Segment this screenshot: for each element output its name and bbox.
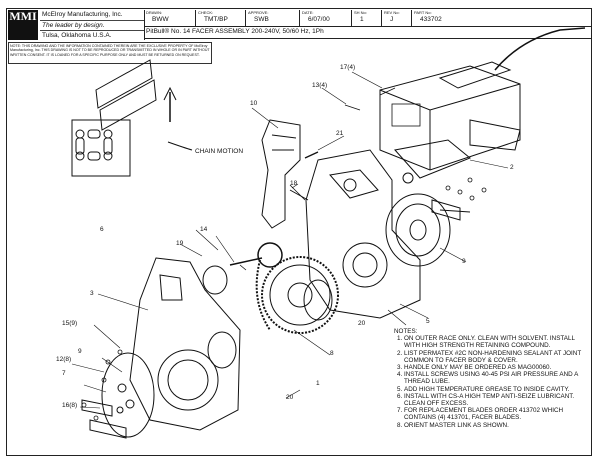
field-rev: REV No:J — [382, 10, 412, 26]
company-name: McElroy Manufacturing, Inc. — [40, 10, 144, 21]
sheet-border — [6, 8, 592, 456]
callout-10: 10 — [250, 100, 258, 107]
note-item: ON OUTER RACE ONLY. CLEAN WITH SOLVENT. … — [404, 335, 590, 349]
leader-lines — [71, 71, 509, 409]
company-location: Tulsa, Oklahoma U.S.A. — [42, 32, 112, 39]
notes-block: NOTES: ON OUTER RACE ONLY. CLEAN WITH SO… — [394, 328, 590, 429]
note-item: FOR REPLACEMENT BLADES ORDER 413702 WHIC… — [404, 407, 590, 421]
motor-housing — [379, 27, 586, 184]
note-item: LIST PERMATEX #2C NON-HARDENING SEALANT … — [404, 350, 590, 364]
notes-list: ON OUTER RACE ONLY. CLEAN WITH SOLVENT. … — [394, 335, 590, 429]
callout-16: 16(8) — [62, 402, 78, 409]
callout-6: 6 — [100, 226, 104, 233]
note-item: HANDLE ONLY MAY BE ORDERED AS MAG00060. — [404, 364, 590, 371]
callout-14: 14 — [200, 226, 208, 233]
field-check: CHECK:TMT/BP — [196, 10, 246, 26]
callout-15: 15(9) — [62, 320, 78, 327]
title-divider — [144, 26, 592, 27]
field-drawn: DRAWN:BWW — [144, 10, 196, 26]
callout-20b: 20 — [358, 320, 366, 327]
note-item: ADD HIGH TEMPERATURE GREASE TO INSIDE CA… — [404, 386, 590, 393]
callout-20a: 20 — [286, 394, 294, 401]
company-logo: MMI — [8, 10, 38, 40]
callout-21: 21 — [336, 130, 344, 137]
rotor-disk — [385, 193, 471, 267]
chain-detail — [71, 59, 193, 177]
callout-17: 17(4) — [340, 64, 356, 71]
handle — [261, 119, 319, 229]
callout-3: 3 — [90, 290, 94, 297]
callout-2: 2 — [510, 164, 514, 171]
field-sheet: SH No:1 — [352, 10, 382, 26]
title-divider-2 — [144, 38, 592, 39]
fasteners — [81, 87, 487, 421]
callout-9a: 9 — [78, 348, 82, 355]
note-item: ORIENT MASTER LINK AS SHOWN. — [404, 422, 590, 429]
drawing-title: PitBull® No. 14 FACER ASSEMBLY 200-240V,… — [146, 28, 324, 35]
field-date: DATE:6/07/00 — [300, 10, 352, 26]
blade-disk — [81, 352, 155, 439]
chain-motion-label: CHAIN MOTION — [195, 148, 244, 155]
sprocket-chain — [229, 242, 339, 334]
callout-18: 18 — [290, 180, 298, 187]
notes-heading: NOTES: — [394, 328, 418, 335]
callout-7: 7 — [62, 370, 66, 377]
cover-plate — [129, 257, 241, 431]
callout-12: 12(8) — [56, 356, 72, 363]
callout-13: 13(4) — [312, 82, 328, 89]
bearing-ring-lower — [207, 331, 237, 369]
field-approve: APPROVE:SWB — [246, 10, 300, 26]
company-block: McElroy Manufacturing, Inc. The leader b… — [40, 10, 145, 40]
note-item: INSTALL WITH CS-A HIGH TEMP ANTI-SEIZE L… — [404, 393, 590, 407]
proprietary-notice: NOTE: THIS DRAWING AND THE INFORMATION C… — [8, 42, 212, 64]
facer-body — [305, 149, 421, 319]
company-slogan: The leader by design. — [40, 21, 144, 31]
callout-1: 1 — [316, 380, 320, 387]
callout-5: 5 — [426, 318, 430, 325]
note-item: INSTALL SCREWS USING 40-45 PSI AIR PRESS… — [404, 371, 590, 385]
field-part: PART No:433702 — [414, 10, 442, 23]
bearing-ring — [303, 279, 333, 321]
seal-ring — [202, 265, 228, 295]
callout-9b: 9 — [462, 258, 466, 265]
callout-19: 19 — [176, 240, 184, 247]
callout-8: 8 — [330, 350, 334, 357]
